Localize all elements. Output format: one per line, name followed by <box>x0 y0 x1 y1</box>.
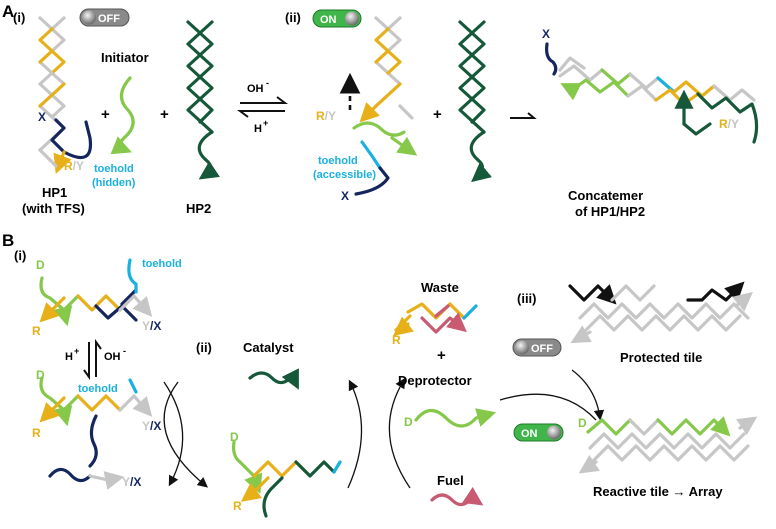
catalyst-intermediate <box>232 440 342 518</box>
hp2-hairpin-2 <box>458 20 492 183</box>
b-center-r-label: R <box>233 499 242 513</box>
catalyst-label: Catalyst <box>243 340 294 355</box>
svg-text:D: D <box>578 416 587 430</box>
open-ry-label: R/Y <box>316 109 336 123</box>
concatemer-label: Concatemer <box>568 188 643 203</box>
initiator-strand <box>110 76 135 155</box>
svg-text:-: - <box>123 346 126 356</box>
panel-b-step-i: (i) <box>14 248 26 263</box>
b-mid-d-label: D <box>36 368 45 382</box>
b-mid-yx-label: Y/X <box>142 419 161 433</box>
reactive-tile-label: Reactive tile → Array <box>593 484 723 499</box>
plus-3-a: + <box>433 106 442 123</box>
catalyst-strand <box>248 368 299 390</box>
waste-complex <box>393 302 478 336</box>
panel-a-label: A <box>2 2 14 21</box>
protected-tile-label: Protected tile <box>620 350 702 365</box>
plus-2-a: + <box>160 106 169 123</box>
released-yx-label: Y/X <box>122 475 141 489</box>
svg-text:OH: OH <box>247 83 264 95</box>
switch-off-a: OFF <box>79 8 130 27</box>
hp1-subtitle: (with TFS) <box>22 201 85 216</box>
hp1-ry-label: R/Y <box>64 159 84 173</box>
panel-b-step-ii: (ii) <box>196 340 212 355</box>
concatemer: X <box>542 27 759 144</box>
hp2-label: HP2 <box>186 201 211 216</box>
panel-b-step-iii: (iii) <box>517 291 537 306</box>
b-top-d-label: D <box>36 258 45 272</box>
concatemer-subtitle: of HP1/HP2 <box>575 204 645 219</box>
initiator-label: Initiator <box>101 50 149 65</box>
hp1-open <box>339 16 418 196</box>
switch-off-b: OFF <box>512 338 562 357</box>
fuel-strand <box>430 486 484 507</box>
panel-a-step-i: (i) <box>13 10 25 25</box>
concatemer-ry-label: R/Y <box>719 117 739 131</box>
deprotector-d-label: D <box>404 415 413 429</box>
plus-1-a: + <box>101 106 110 123</box>
hp1-hairpin <box>38 16 93 174</box>
reactive-tile: D <box>578 416 758 474</box>
tile-conversion-arrow <box>571 369 605 421</box>
b-top-yx-label: Y/X <box>142 319 161 333</box>
switch-off-a-label: OFF <box>98 13 120 25</box>
hp2-hairpin <box>186 20 220 180</box>
panel-a-step-ii: (ii) <box>285 10 301 25</box>
deprotector-strand <box>414 408 497 428</box>
svg-text:+: + <box>74 346 79 356</box>
panel-b-label: B <box>2 231 14 250</box>
waste-label: Waste <box>421 280 459 295</box>
toehold-accessible-line2: (accessible) <box>313 169 376 181</box>
b-top-toehold: toehold <box>142 258 182 270</box>
hp1-x-label: X <box>38 110 46 124</box>
switch-off-b-label: OFF <box>531 343 553 355</box>
switch-on-a: ON <box>312 9 362 28</box>
waste-r-label: R <box>392 333 401 347</box>
protected-complex <box>39 258 153 327</box>
switch-on-b-label: ON <box>521 428 538 440</box>
ph-equilibrium-a: OH - H + <box>237 78 288 135</box>
svg-text:+: + <box>263 118 268 128</box>
b-top-r-label: R <box>32 324 41 338</box>
svg-text:H: H <box>254 123 262 135</box>
ph-equilibrium-b: H + OH - <box>65 338 126 381</box>
b-center-d-label: D <box>230 430 239 444</box>
svg-text:X: X <box>542 27 550 41</box>
hp1-label: HP1 <box>42 185 67 200</box>
toehold-hidden-line1: toehold <box>94 163 134 175</box>
svg-text:-: - <box>266 78 269 88</box>
deprotector-to-tile-arrow <box>499 393 597 421</box>
svg-text:OH: OH <box>104 351 121 363</box>
deprotector-label: Deprotector <box>398 373 472 388</box>
protected-tile <box>568 281 753 344</box>
open-x-label: X <box>341 189 349 203</box>
reaction-arrow-a <box>510 112 537 119</box>
switch-on-b: ON <box>513 423 564 442</box>
plus-b: + <box>437 347 446 364</box>
b-mid-r-label: R <box>32 426 41 440</box>
deprotected-complex <box>39 376 153 468</box>
released-yx-strand <box>48 467 125 490</box>
fuel-label: Fuel <box>437 473 464 488</box>
b-mid-toehold: toehold <box>78 383 118 395</box>
toehold-accessible-line1: toehold <box>318 155 358 167</box>
toehold-hidden-line2: (hidden) <box>92 177 136 189</box>
catalytic-cycle-arrows <box>163 377 411 489</box>
svg-text:H: H <box>65 351 73 363</box>
switch-on-a-label: ON <box>320 14 337 26</box>
